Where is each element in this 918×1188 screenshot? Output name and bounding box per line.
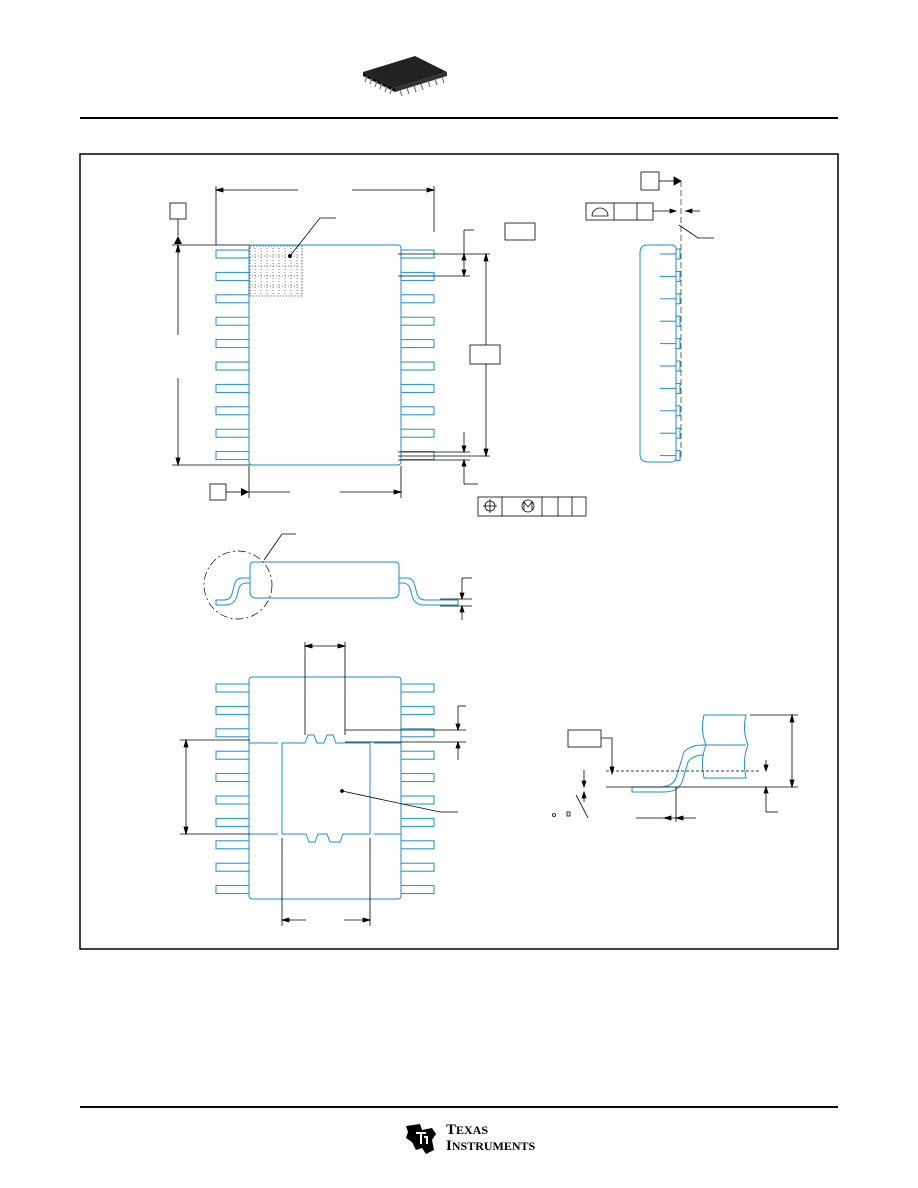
lead-pin <box>675 360 681 372</box>
position-tolerance-icon <box>483 499 497 513</box>
lead-pin <box>400 361 435 371</box>
pad-dimensions <box>180 642 466 926</box>
lead-pin <box>675 248 681 260</box>
lead-pin <box>400 817 435 827</box>
lead-pin <box>215 840 250 850</box>
lead-pin <box>215 683 250 693</box>
profile-tolerance-icon <box>591 207 609 217</box>
side-view <box>639 244 681 463</box>
lead-pin <box>215 795 250 805</box>
brand-line1-rest: EXAS <box>456 1123 489 1137</box>
body-width-dimension <box>248 466 403 498</box>
top-view-body <box>248 244 402 466</box>
lead-pin <box>215 249 250 259</box>
profile-tolerance-frame <box>585 202 654 221</box>
max-material-icon <box>521 499 535 513</box>
basic-span-box <box>469 344 501 365</box>
ti-logo-icon <box>406 1124 436 1154</box>
lead-pin <box>215 428 250 438</box>
lead-pin <box>400 750 435 760</box>
ic-package-icon <box>363 56 447 97</box>
top-view-left-pins <box>215 249 250 461</box>
lead-pin <box>215 294 250 304</box>
position-tolerance-frame <box>477 496 587 517</box>
footer-rule <box>80 1106 838 1108</box>
detail-dimensions <box>552 713 798 822</box>
bottom-view <box>215 676 435 900</box>
lead-pin <box>400 294 435 304</box>
lead-pin <box>400 795 435 805</box>
lead-pin <box>215 451 250 461</box>
pin1-marker-area <box>249 245 303 297</box>
lead-pin <box>400 683 435 693</box>
bottom-view-body <box>248 676 402 900</box>
brand-line1-initial: T <box>446 1122 457 1138</box>
body-length-dimension <box>172 243 250 467</box>
top-view-right-pins <box>400 249 435 461</box>
lead-pin <box>675 382 681 394</box>
datum-c-callout <box>585 171 714 460</box>
thermal-pad <box>281 734 371 843</box>
lead-pin <box>215 316 250 326</box>
lead-pin <box>400 316 435 326</box>
lead-pin <box>215 862 250 872</box>
lead-pin <box>215 728 250 738</box>
lead-pin <box>400 840 435 850</box>
datum-c-box <box>640 171 660 191</box>
lead-pin <box>400 428 435 438</box>
lead-pin <box>215 406 250 416</box>
lead-pin <box>215 885 250 895</box>
lead-pin <box>675 405 681 417</box>
detail-callout-circle <box>203 550 273 620</box>
detail-view <box>631 714 749 793</box>
span-dimension <box>398 252 501 458</box>
lead-pin <box>675 293 681 305</box>
lead-pin <box>400 862 435 872</box>
datum-b-box <box>209 483 227 501</box>
lead-pin <box>675 427 681 439</box>
lead-pin <box>400 885 435 895</box>
ti-wordmark: TEXAS INSTRUMENTS <box>446 1122 535 1154</box>
lead-pin <box>215 705 250 715</box>
lead-pin <box>215 339 250 349</box>
lead-pin <box>215 750 250 760</box>
lead-pin <box>400 773 435 783</box>
top-width-dimension <box>214 186 436 245</box>
lead-width-dimension <box>398 432 478 485</box>
brand-line2-initial: I <box>446 1138 452 1154</box>
drawing-frame <box>79 153 839 950</box>
lead-pin <box>215 773 250 783</box>
lead-pin <box>400 728 435 738</box>
lead-pin <box>675 270 681 282</box>
gage-plane-box <box>567 729 602 748</box>
lead-pin <box>400 406 435 416</box>
datum-a-box <box>169 202 187 220</box>
basic-pitch-box <box>504 222 536 241</box>
lead-pin <box>215 383 250 393</box>
lead-form-view <box>215 561 459 606</box>
pitch-dimension <box>398 222 536 278</box>
lead-pin <box>675 338 681 350</box>
lead-pin <box>675 450 681 462</box>
lead-pin <box>215 817 250 827</box>
lead-thickness-dimension <box>440 577 472 620</box>
lead-pin <box>675 315 681 327</box>
brand-line2-rest: NSTRUMENTS <box>451 1139 536 1153</box>
lead-pin <box>400 705 435 715</box>
lead-pin <box>400 383 435 393</box>
header-rule <box>80 117 838 119</box>
lead-pin <box>215 271 250 281</box>
top-view <box>215 244 435 466</box>
lead-pin <box>400 339 435 349</box>
lead-pin <box>215 361 250 371</box>
